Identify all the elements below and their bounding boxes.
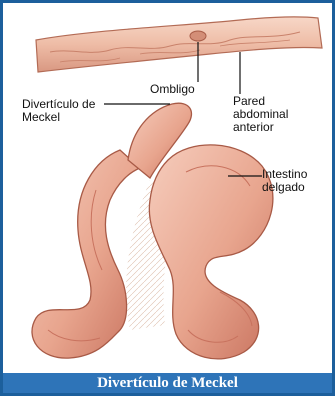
figure-caption: Divertículo de Meckel (3, 373, 332, 393)
label-pared-abdominal: Pared abdominal anterior (233, 95, 315, 134)
abdominal-wall (36, 17, 322, 72)
left-intestine-loop (32, 150, 140, 358)
label-ombligo: Ombligo (150, 83, 195, 96)
umbilicus-mark (190, 31, 206, 41)
label-diverticulo-meckel: Divertículo de Meckel (22, 98, 102, 124)
small-intestine-loop (149, 145, 273, 359)
label-intestino-delgado: Intestino delgado (262, 168, 332, 194)
